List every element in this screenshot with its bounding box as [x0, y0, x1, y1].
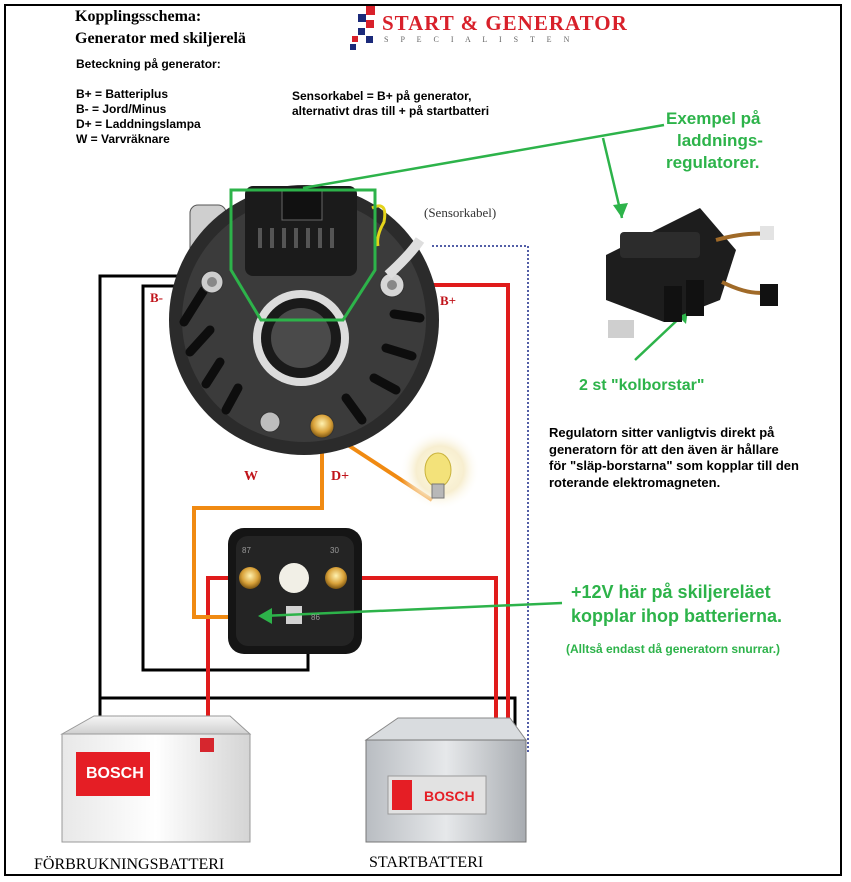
legend-heading: Beteckning på generator: [76, 57, 221, 71]
legend-item: D+ = Laddningslampa [76, 117, 201, 131]
start-battery-label: STARTBATTERI [369, 854, 484, 871]
start-battery-brand: BOSCH [424, 788, 475, 804]
legend-item: B+ = Batteriplus [76, 87, 169, 101]
page-subtitle: Generator med skiljerelä [75, 30, 246, 47]
logo-mark-icon [350, 6, 375, 50]
lamp-icon [400, 430, 480, 510]
regulator-outline [229, 188, 377, 322]
brushes-callout: 2 st "kolborstar" [579, 377, 705, 394]
sensor-note: Sensorkabel = B+ på generator, alternati… [292, 89, 490, 118]
relay-pin-86: 86 [311, 613, 320, 622]
relay-callout-note: (Alltså endast då generatorn snurrar.) [566, 642, 781, 656]
relay-pin-30: 30 [330, 546, 339, 555]
regulator-note: Regulatorn sitter vanligtvis direkt på g… [549, 425, 799, 490]
start-battery [364, 717, 527, 843]
page-title: Kopplingsschema: [75, 8, 202, 25]
terminal-w-label: W [244, 469, 258, 484]
logo-name: START & GENERATOR [382, 11, 628, 35]
terminal-b-plus-label: B+ [440, 293, 457, 308]
legend-item: W = Varvräknare [76, 132, 170, 146]
relay-pin-87: 87 [242, 546, 251, 555]
terminal-d-plus-label: D+ [331, 469, 350, 484]
aux-battery [60, 715, 252, 843]
relay-callout: +12V här på skiljereläet kopplar ihop ba… [571, 582, 783, 626]
sensor-label: (Sensorkabel) [424, 205, 497, 220]
legend-item: B- = Jord/Minus [76, 102, 167, 116]
regulator-photo [606, 208, 778, 338]
logo-tagline: S P E C I A L I S T E N [384, 35, 575, 44]
terminal-b-minus-label: B- [150, 290, 163, 305]
legend-list: B+ = Batteriplus B- = Jord/Minus D+ = La… [76, 87, 201, 147]
aux-battery-brand: BOSCH [86, 765, 144, 782]
sensor-wire [432, 245, 529, 752]
aux-battery-label: FÖRBRUKNINGSBATTERI [34, 856, 225, 873]
diagram-frame [4, 4, 842, 876]
regulator-callout: Exempel på laddnings- regulatorer. [666, 109, 763, 172]
